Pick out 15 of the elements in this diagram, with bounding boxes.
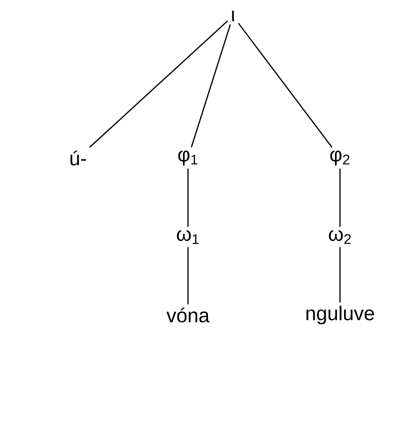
tree-label: vóna — [166, 308, 210, 322]
tree-label: ι — [232, 10, 235, 22]
tree-branch — [339, 168, 341, 227]
tree-branch — [187, 168, 189, 227]
tree-branch — [190, 24, 231, 148]
tree-branch — [339, 247, 341, 303]
tree-label: φ$_{2}$ — [330, 150, 350, 166]
tree-label: ω$_{1}$ — [176, 230, 199, 244]
tree-branch — [238, 22, 332, 148]
tree-label: ω$_{2}$ — [328, 230, 351, 244]
tree-branch — [187, 247, 189, 304]
tree-label: ú- — [70, 150, 86, 166]
tree-branch — [89, 20, 228, 148]
tree-label: nguluve — [306, 306, 374, 324]
tree-label: φ$_{1}$ — [178, 150, 198, 166]
